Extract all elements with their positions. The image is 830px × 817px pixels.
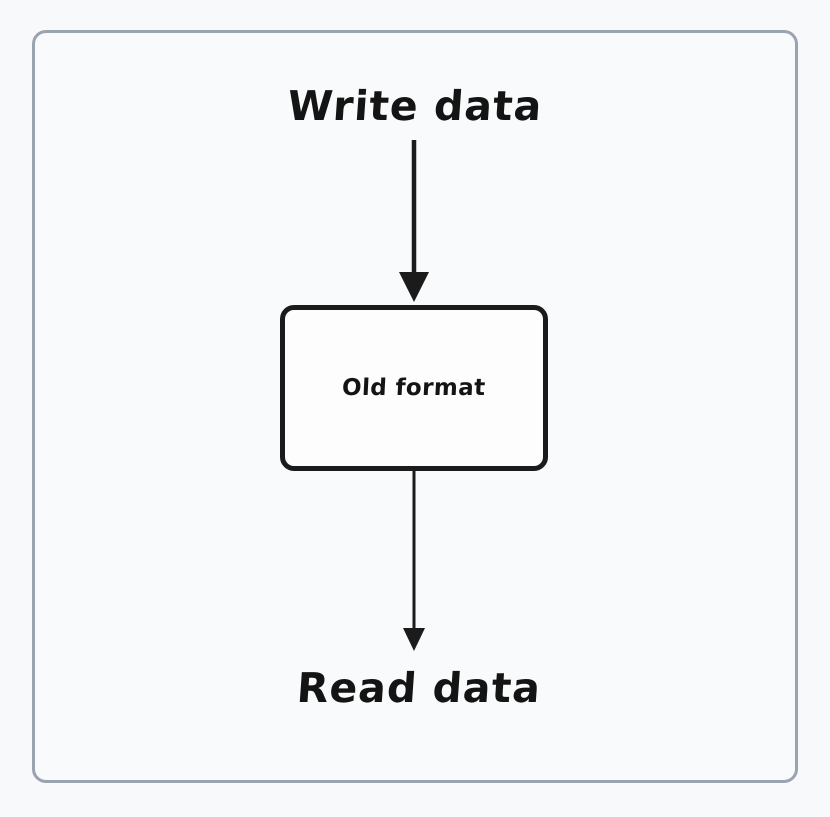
node-old-format[interactable]: Old format: [280, 305, 548, 471]
edge-old-format-to-read-arrowhead: [403, 628, 425, 651]
edge-write-to-old-format-arrowhead: [399, 272, 429, 302]
node-label-old-format: Old format: [341, 375, 487, 401]
node-label-read-data: Read data: [295, 664, 543, 712]
node-label-write-data: Write data: [285, 82, 545, 130]
edge-old-format-to-read: [403, 471, 425, 651]
edge-write-to-old-format: [399, 140, 429, 302]
